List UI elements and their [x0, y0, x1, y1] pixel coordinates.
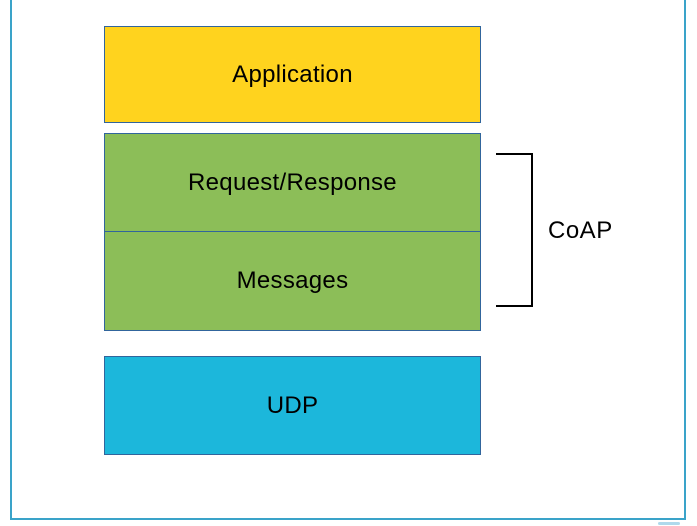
layer-label-application: Application [232, 60, 353, 88]
layer-box-request-response: Request/Response [104, 133, 481, 232]
layer-label-messages: Messages [236, 267, 349, 294]
layer-box-udp: UDP [104, 356, 481, 455]
bottom-right-render-artifact [658, 522, 680, 525]
coap-group-bracket [496, 153, 533, 307]
layer-box-application: Application [104, 26, 481, 123]
layer-box-messages: Messages [104, 231, 481, 331]
coap-group-label: CoAP [548, 217, 613, 244]
page-frame [10, 0, 686, 520]
layer-label-request-response: Request/Response [188, 169, 397, 196]
layer-label-udp: UDP [266, 391, 319, 419]
